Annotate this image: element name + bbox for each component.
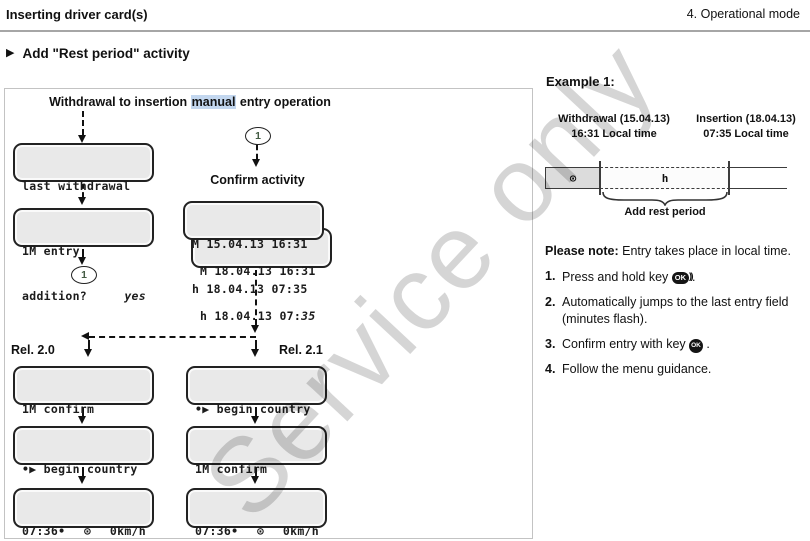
dashed-connector <box>82 184 84 197</box>
example-title: Example 1: <box>546 74 615 89</box>
lcd-line: 07:36• ⊙ 0km/h <box>22 524 146 538</box>
step-4: 4. Follow the menu guidance. <box>545 362 712 376</box>
arrow-down-icon <box>78 416 86 424</box>
dashed-connector <box>89 336 256 338</box>
arrow-down-icon <box>251 476 259 484</box>
flow-title-post: entry operation <box>236 95 331 109</box>
arrow-down-icon <box>251 325 259 333</box>
page-header-left: Inserting driver card(s) <box>6 7 148 22</box>
lcd-line: last withdrawal <box>22 179 131 193</box>
insertion-label: Insertion (18.04.13) 07:35 Local time <box>696 113 796 140</box>
lcd-begin-country-rel21: •▶ begin country :D <box>186 366 327 461</box>
header-divider <box>0 30 810 32</box>
arrow-down-icon <box>78 476 86 484</box>
lcd-last-withdrawal: last withdrawal 15.04.13 16:31• <box>13 143 154 238</box>
ok-key-icon: OK <box>689 339 703 353</box>
flow-title-highlight: manual <box>190 95 237 109</box>
arrow-down-icon <box>78 257 86 265</box>
please-note-paragraph: Please note: Entry takes place in local … <box>545 244 791 258</box>
lcd-line: h 18.04.13 07:35 <box>200 309 316 323</box>
lcd-standard-display: 07:36• ⊙ 0km/h h▮ 123456.7km h <box>186 488 327 538</box>
card-arrow-icon: •▶ <box>195 402 210 416</box>
dashed-connector <box>82 467 84 476</box>
add-rest-period-label: Add rest period <box>624 206 706 218</box>
lcd-line: 1M confirm <box>195 462 268 476</box>
lcd-confirm-front: M 15.04.13 16:31 h 18.04.13 07:35 <box>183 201 324 296</box>
insertion-tick <box>728 161 730 195</box>
hold-waves-icon: )) <box>689 271 694 281</box>
lcd-line: 1M entry <box>22 244 80 258</box>
page-header: Inserting driver card(s) 4. Operational … <box>0 0 810 22</box>
arrow-down-icon <box>78 135 86 143</box>
step-2: 2. Automatically jumps to the last entry… <box>545 295 789 326</box>
arrow-down-icon <box>251 349 259 357</box>
flow-title: Withdrawal to insertion manual entry ope… <box>5 95 375 109</box>
confirm-activity-label: Confirm activity <box>210 173 305 187</box>
activity-timeline: ⊙ h <box>545 161 787 195</box>
dashed-connector <box>88 340 90 349</box>
lcd-line: M 18.04.13 16:31 <box>200 264 316 278</box>
arrow-down-icon <box>84 349 92 357</box>
timeline-segment-rest: h <box>600 167 730 189</box>
ok-key-icon: OK <box>671 272 690 284</box>
operation-mode-icon: ⊙ <box>257 524 265 538</box>
connector-circle-1: 1 <box>245 127 271 145</box>
step-3: 3. Confirm entry with key OK . <box>545 337 710 353</box>
withdrawal-tick <box>599 161 601 195</box>
triangle-bullet-icon: ▶ <box>6 47 15 59</box>
lcd-confirm-entry-rel21: 1M confirm entry?yes <box>186 426 327 521</box>
curly-brace-icon <box>602 191 728 206</box>
lcd-line: •▶ begin country <box>22 462 138 476</box>
record-dot-icon: • <box>231 524 239 538</box>
dashed-connector <box>82 111 84 135</box>
lcd-line: M 15.04.13 16:31 <box>192 237 308 251</box>
dashed-connector <box>82 249 84 257</box>
lcd-line: 1M confirm <box>22 402 95 416</box>
lcd-line: 07:36• ⊙ 0km/h <box>195 524 319 538</box>
dashed-connector <box>255 467 257 476</box>
lcd-begin-country-rel20: •▶ begin country :D <box>13 426 154 521</box>
arrow-left-icon <box>81 332 89 340</box>
operation-mode-icon: ⊙ <box>569 171 577 185</box>
rest-activity-icon: h <box>661 171 669 185</box>
dashed-connector <box>256 145 258 159</box>
page-header-right: 4. Operational mode <box>686 7 800 21</box>
lcd-confirm-entry-rel20: 1M confirm entry?yes <box>13 366 154 461</box>
lcd-line: •▶ begin country <box>195 402 311 416</box>
flowchart-panel: Withdrawal to insertion manual entry ope… <box>4 88 533 539</box>
lcd-line: h 18.04.13 07:35 <box>192 282 308 296</box>
arrow-down-icon <box>252 159 260 167</box>
arrow-down-icon <box>251 416 259 424</box>
timeline-segment-work: ⊙ <box>545 167 600 189</box>
section-title: Add "Rest period" activity <box>22 46 190 61</box>
record-dot-icon: • <box>58 524 66 538</box>
timeline-segment-after <box>730 167 787 189</box>
lcd-line: addition? yes <box>22 289 146 303</box>
lcd-entry-addition: 1M entry addition? yes <box>13 208 154 303</box>
notes-block: Please note: Entry takes place in local … <box>545 243 808 378</box>
section-heading: ▶ Add "Rest period" activity <box>6 46 190 61</box>
lcd-standard-display: 07:36• ⊙ 0km/h h▮ 123456.7km h <box>13 488 154 538</box>
connector-circle-1: 1 <box>71 266 97 284</box>
release-2-1-label: Rel. 2.1 <box>279 343 323 357</box>
flow-title-pre: Withdrawal to insertion <box>49 95 191 109</box>
operation-mode-icon: ⊙ <box>84 524 92 538</box>
dashed-connector <box>255 407 257 416</box>
card-arrow-icon: •▶ <box>22 462 37 476</box>
step-1: 1. Press and hold key OK)). <box>545 269 696 284</box>
dashed-connector <box>82 407 84 416</box>
dashed-connector <box>255 340 257 349</box>
arrow-down-icon <box>78 197 86 205</box>
dashed-connector <box>255 270 257 325</box>
withdrawal-label: Withdrawal (15.04.13) 16:31 Local time <box>558 113 670 140</box>
release-2-0-label: Rel. 2.0 <box>11 343 55 357</box>
